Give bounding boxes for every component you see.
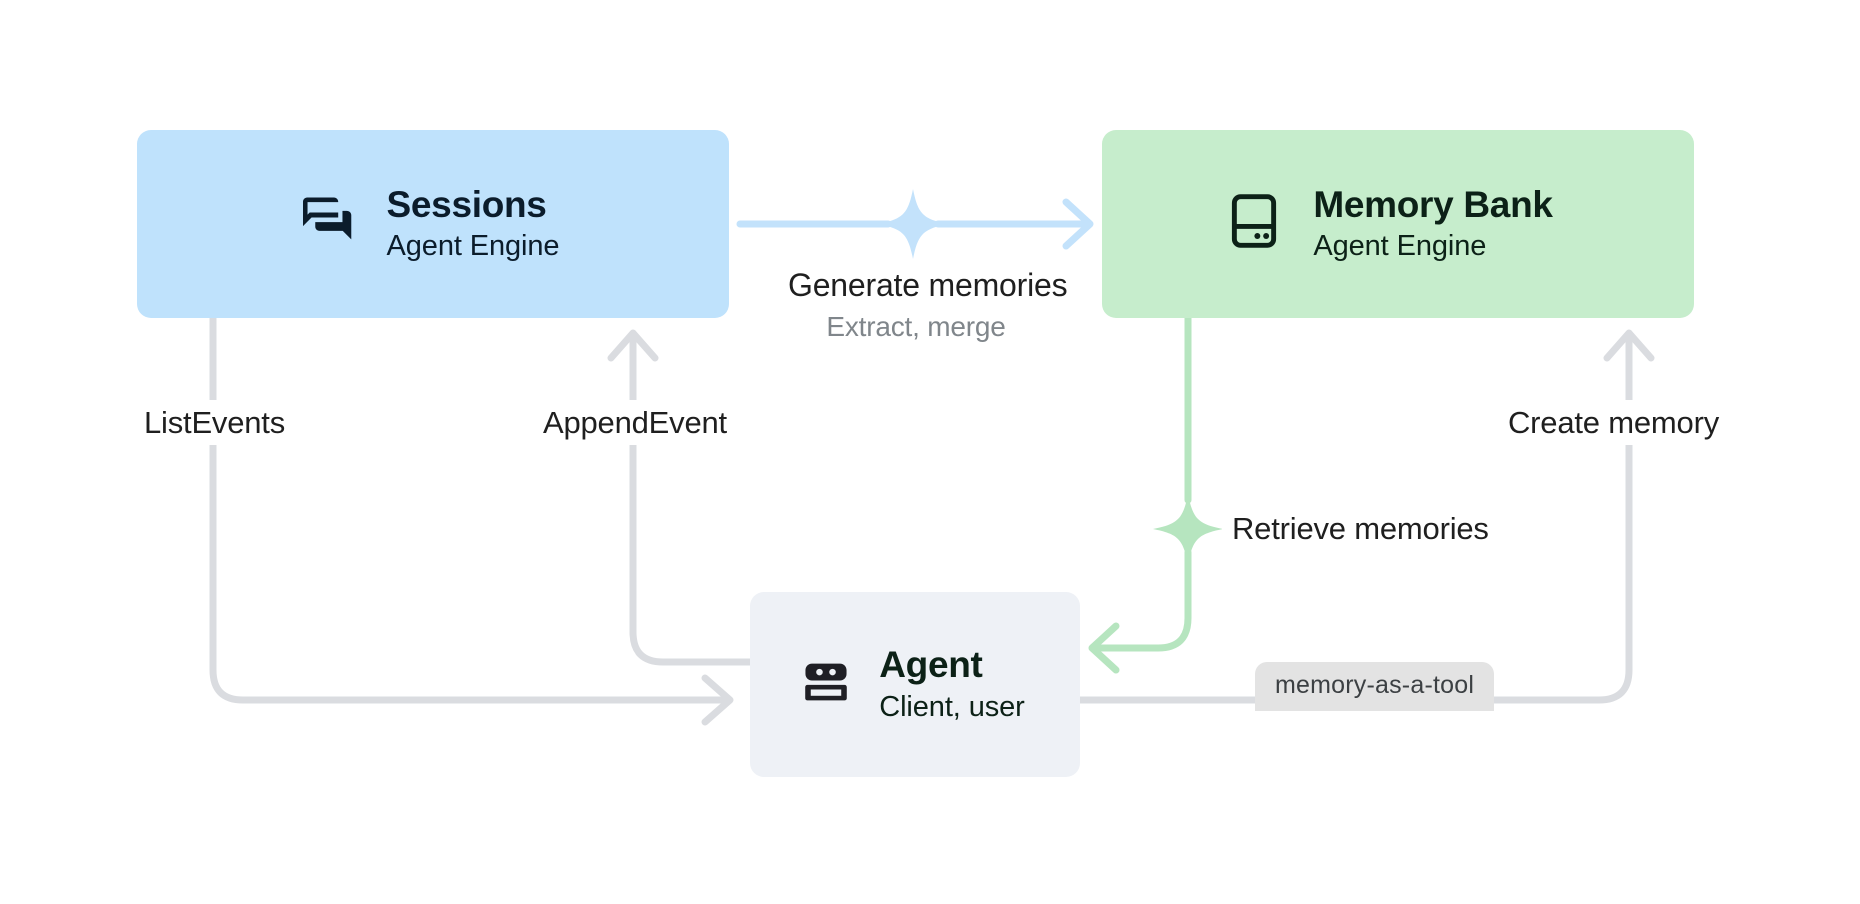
edge-label-retrieve-memories: Retrieve memories bbox=[1222, 506, 1499, 552]
edge-create-memory-path bbox=[1076, 336, 1633, 704]
edge-generate-memories-arrowhead bbox=[1062, 198, 1094, 250]
sparkle-icon-generate bbox=[878, 189, 948, 259]
node-memory-bank-title: Memory Bank bbox=[1313, 183, 1553, 225]
node-sessions[interactable]: Sessions Agent Engine bbox=[137, 130, 729, 318]
badge-memory-as-a-tool: memory-as-a-tool bbox=[1255, 662, 1495, 711]
sparkle-icon-retrieve bbox=[1153, 494, 1223, 564]
edge-label-create-memory: Create memory bbox=[1498, 400, 1730, 446]
edge-list-events-path bbox=[209, 314, 727, 704]
chat-bubbles-icon bbox=[295, 189, 359, 258]
node-memory-bank[interactable]: Memory Bank Agent Engine bbox=[1102, 130, 1694, 318]
edge-append-event-arrowhead bbox=[607, 329, 659, 362]
edge-label-append-event: AppendEvent bbox=[533, 400, 737, 446]
edge-label-list-events: ListEvents bbox=[134, 400, 296, 446]
edge-label-generate-memories-main: Generate memories bbox=[788, 267, 1068, 303]
node-agent-subtitle: Client, user bbox=[879, 690, 1025, 723]
node-sessions-title: Sessions bbox=[386, 183, 547, 225]
node-agent[interactable]: Agent Client, user bbox=[750, 592, 1080, 777]
node-agent-title: Agent bbox=[879, 644, 983, 686]
robot-icon bbox=[797, 653, 855, 716]
edge-list-events-arrowhead bbox=[701, 674, 734, 726]
node-sessions-subtitle: Agent Engine bbox=[386, 230, 560, 263]
edge-retrieve-memories-path-lower bbox=[1094, 548, 1192, 652]
edge-label-generate-memories: Generate memories Extract, merge bbox=[776, 264, 1068, 346]
edge-create-memory-arrowhead bbox=[1603, 329, 1655, 362]
edge-label-generate-memories-sub: Extract, merge bbox=[826, 311, 1006, 343]
memory-bank-icon bbox=[1223, 190, 1285, 257]
edge-append-event-path bbox=[629, 336, 754, 666]
edge-retrieve-memories-arrowhead bbox=[1088, 622, 1120, 674]
node-memory-bank-subtitle: Agent Engine bbox=[1313, 230, 1487, 263]
